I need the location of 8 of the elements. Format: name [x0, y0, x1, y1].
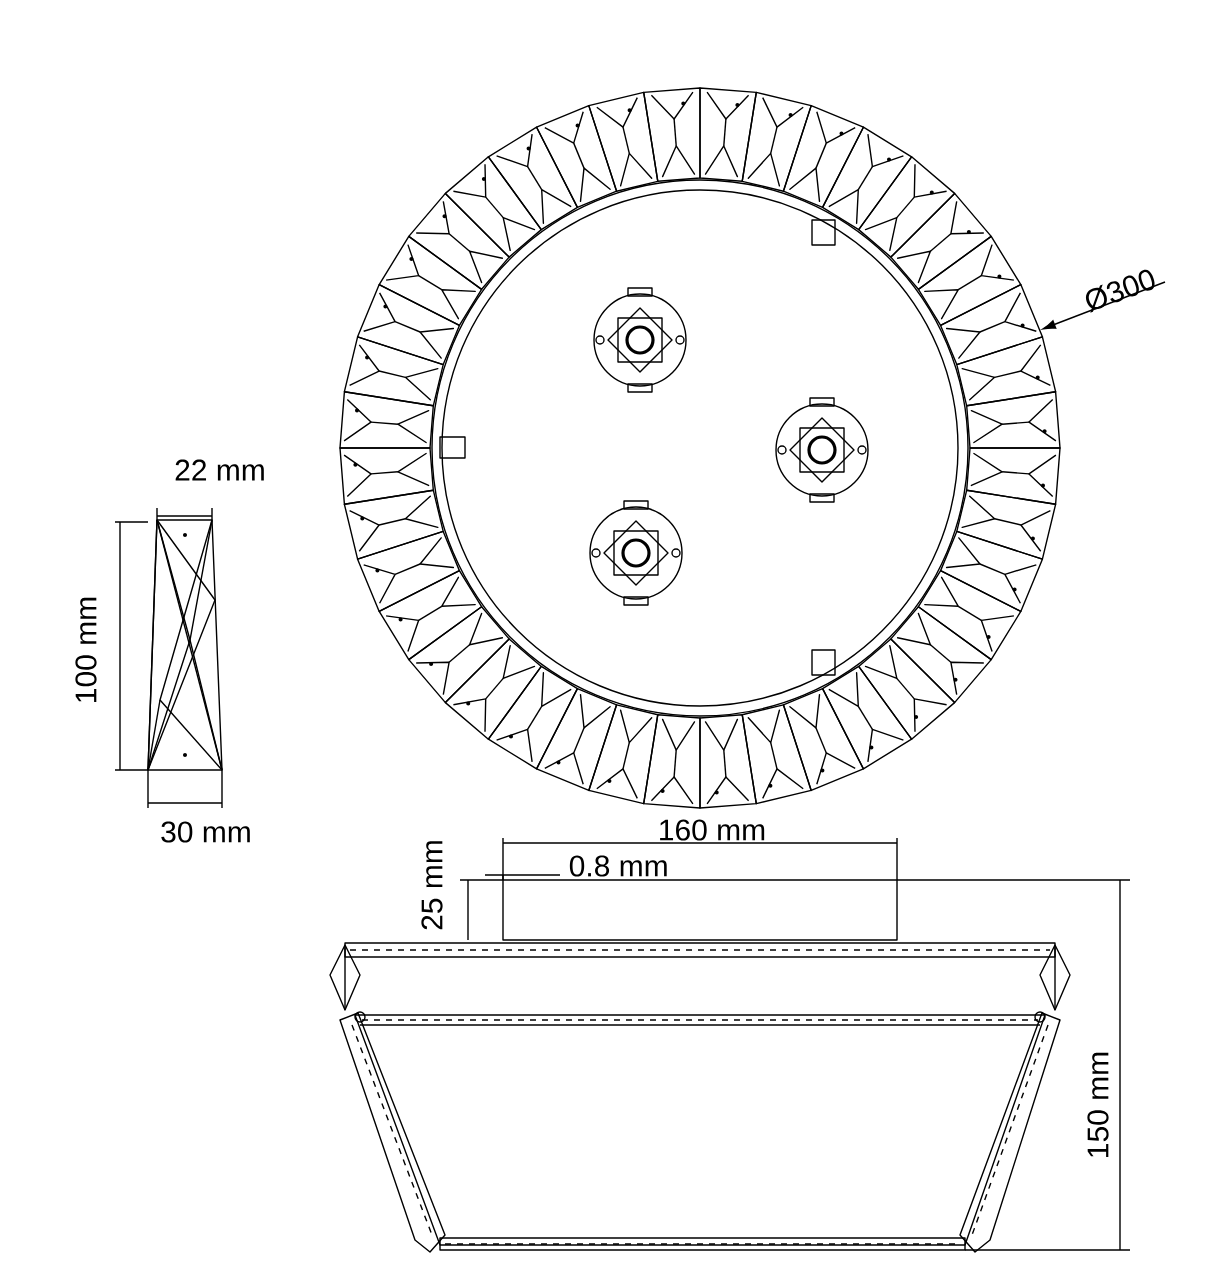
dimension-label: 25 mm: [421, 841, 443, 930]
dimension-label: 30 mm: [161, 821, 250, 843]
dimension-label: 0.8 mm: [569, 855, 667, 877]
dimension-label: Ø300: [1085, 269, 1155, 313]
dimension-label: 22 mm: [175, 459, 264, 481]
dimension-label: 150 mm: [1087, 1052, 1109, 1157]
dimension-label: 100 mm: [75, 597, 97, 702]
dimension-label: 160 mm: [660, 819, 765, 841]
